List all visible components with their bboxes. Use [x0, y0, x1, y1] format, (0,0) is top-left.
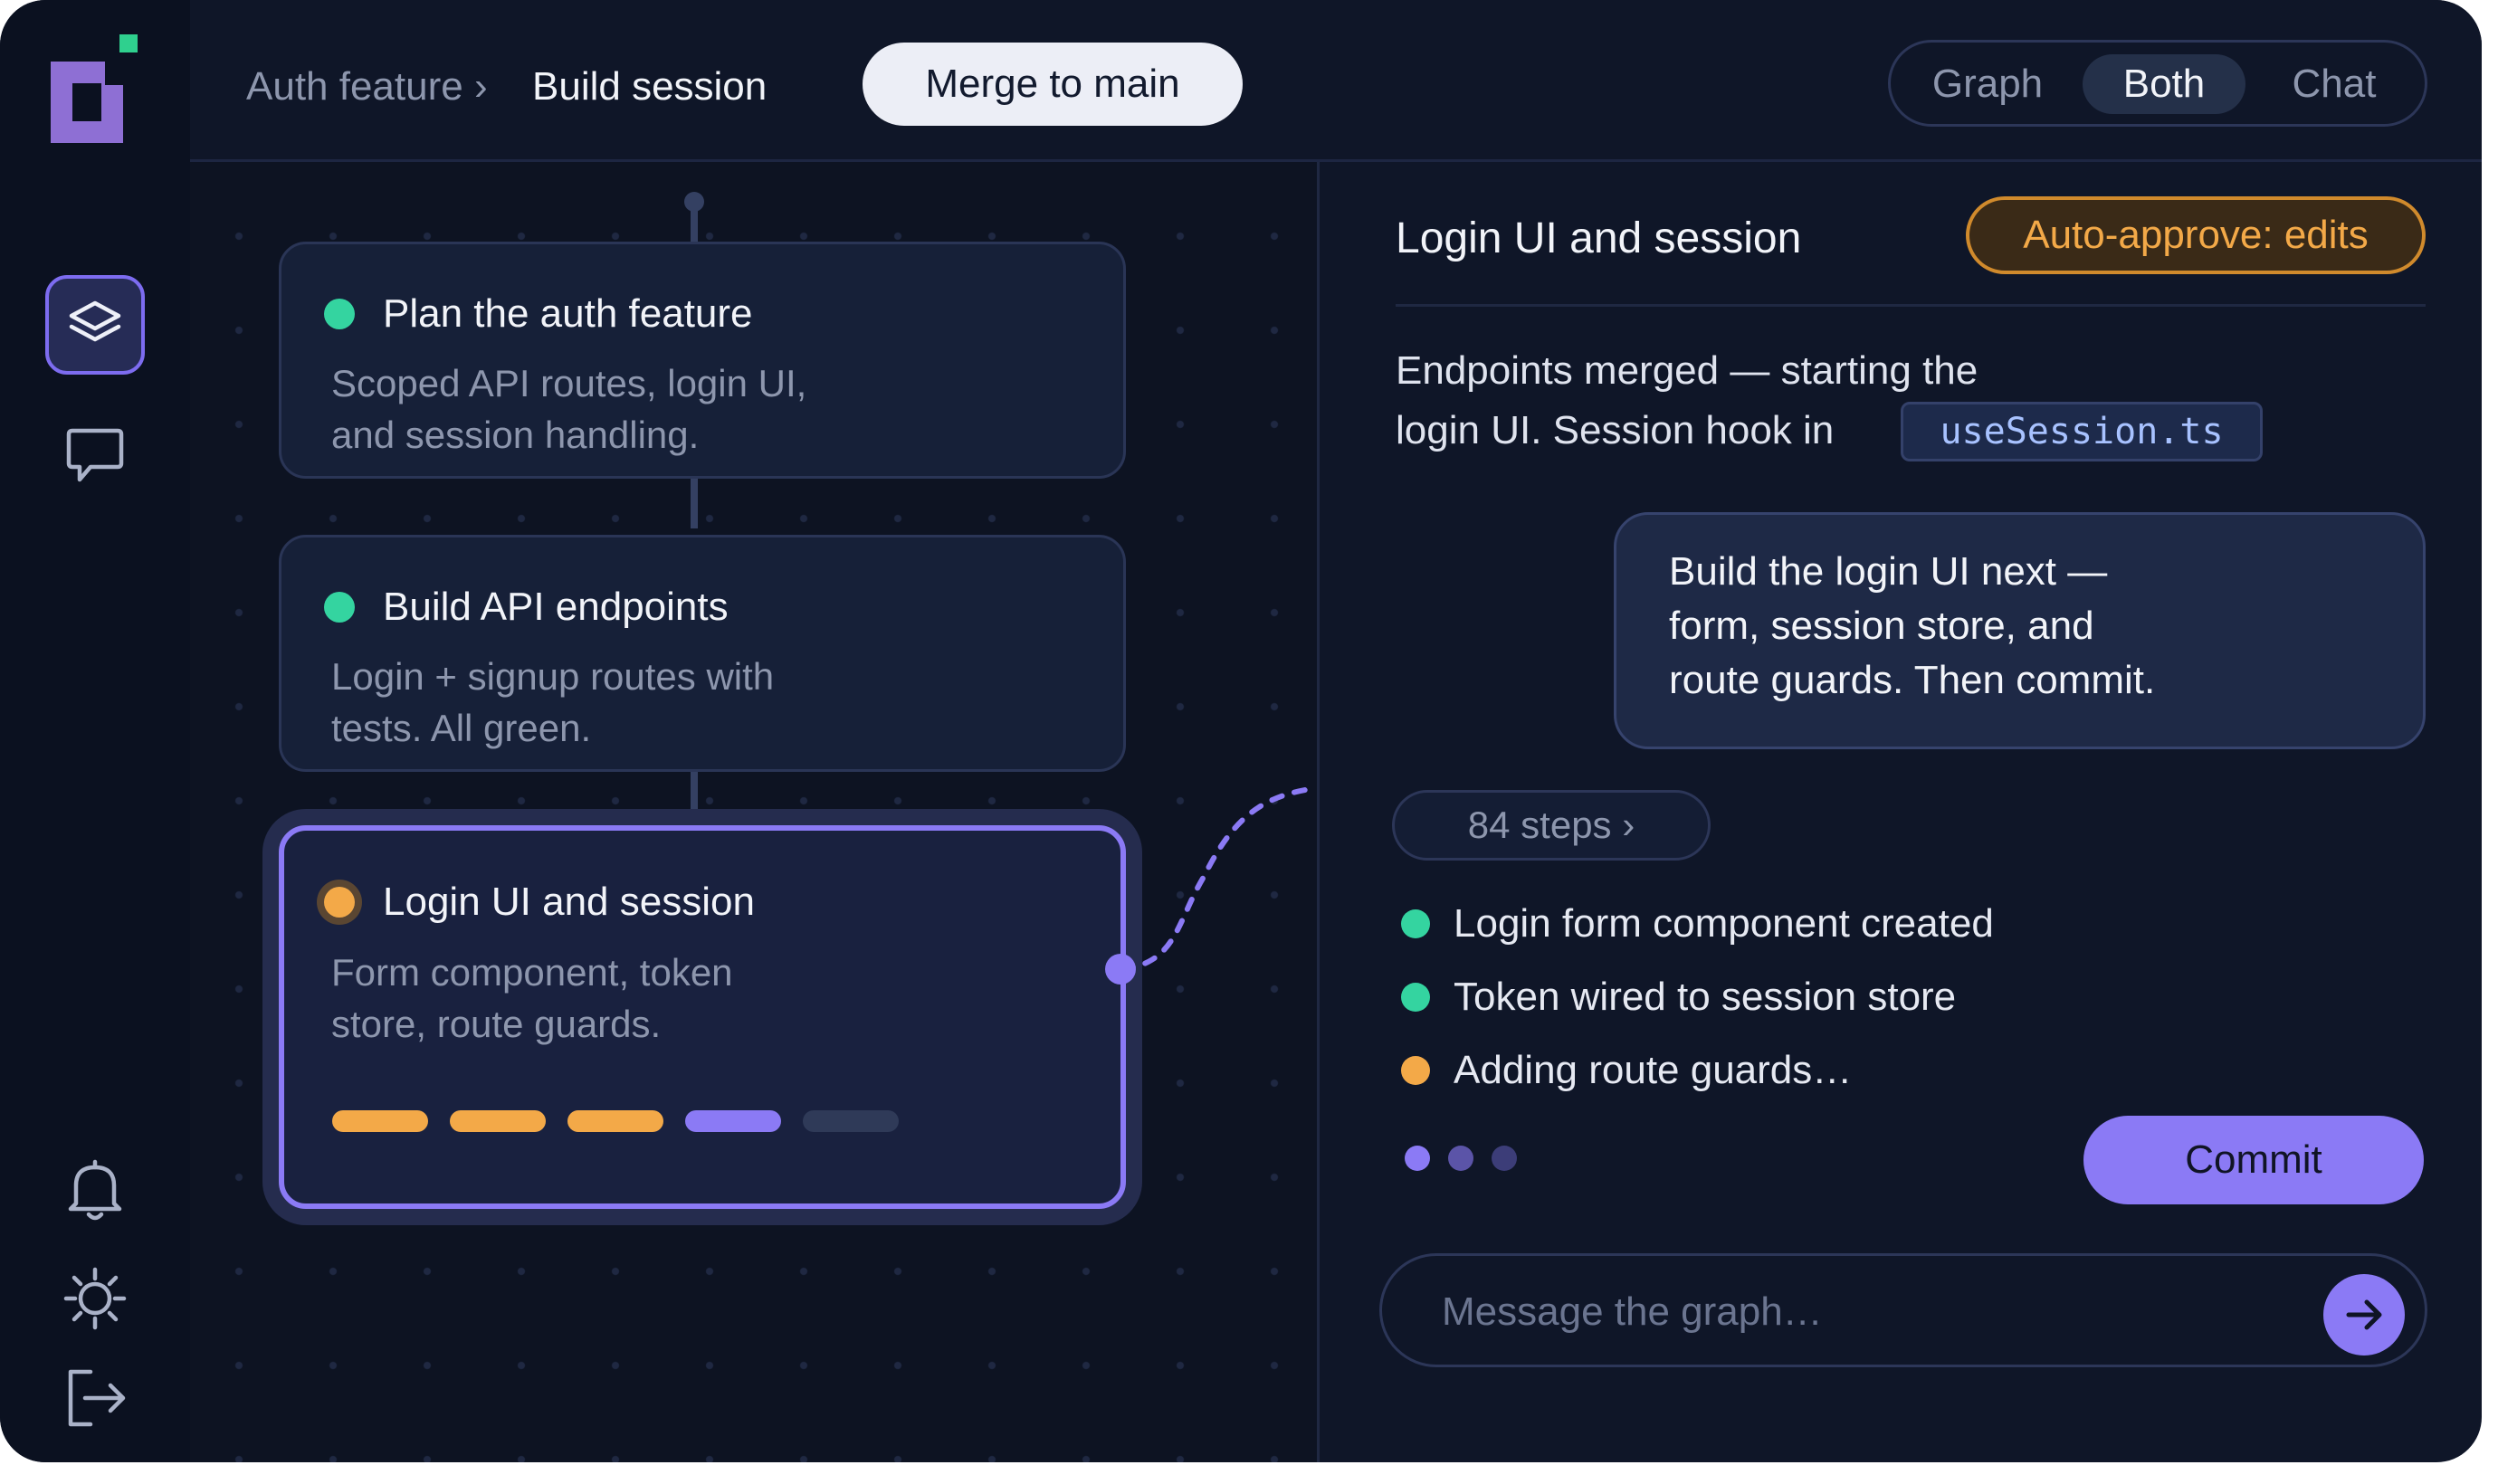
status-dot-in-progress [324, 887, 355, 918]
view-toggle: Graph Both Chat [1888, 40, 2427, 127]
step-text: Token wired to session store [1454, 975, 1957, 1019]
user-message-bubble: Build the login UI next — form, session … [1614, 512, 2426, 749]
node-description-line: tests. All green. [331, 707, 592, 749]
connector-edge [691, 202, 698, 280]
bell-icon [68, 1159, 122, 1221]
node-description-line: Form component, token [331, 951, 733, 994]
divider [1396, 304, 2426, 307]
progress-segment-done [450, 1110, 546, 1132]
connector-edge [691, 768, 698, 830]
view-option-chat[interactable]: Chat [2292, 62, 2377, 106]
app-window: Auth feature › Build session Merge to ma… [0, 0, 2482, 1462]
notifications-button[interactable] [45, 1140, 145, 1240]
status-dot-done [1401, 909, 1430, 938]
merge-to-main-button[interactable]: Merge to main [863, 43, 1243, 126]
message-input[interactable] [1440, 1283, 2258, 1341]
graph-node-active[interactable]: Login UI and session Form component, tok… [279, 825, 1126, 1209]
typing-indicator-dot [1448, 1146, 1473, 1171]
view-option-graph[interactable]: Graph [1931, 62, 2044, 106]
connector-edge [691, 474, 698, 528]
graph-node[interactable]: Plan the auth feature Scoped API routes,… [279, 242, 1126, 479]
dashed-link-edge [1122, 785, 1317, 972]
assistant-message-line: Endpoints merged — starting the [1396, 348, 1978, 393]
gear-icon [63, 1267, 127, 1330]
user-message-line: Build the login UI next — [1669, 549, 2108, 594]
node-title: Login UI and session [383, 880, 755, 924]
node-description-line: Scoped API routes, login UI, [331, 362, 807, 404]
breadcrumb-parent[interactable]: Auth feature › [246, 64, 488, 109]
step-text: Login form component created [1454, 901, 1994, 946]
breadcrumb-current: Build session [532, 64, 768, 109]
progress-segment-done [332, 1110, 428, 1132]
progress-segment-active [685, 1110, 781, 1132]
node-title: Plan the auth feature [383, 291, 753, 336]
assistant-message-line: login UI. Session hook in [1396, 408, 1835, 452]
auto-approve-badge[interactable]: Auto-approve: edits [1966, 196, 2426, 274]
message-composer [1379, 1253, 2427, 1367]
node-description-line: and session handling. [331, 414, 700, 456]
status-dot-done [1401, 983, 1430, 1012]
send-button[interactable] [2323, 1274, 2405, 1356]
steps-toggle[interactable]: 84 steps › [1392, 790, 1711, 861]
user-message-line: route guards. Then commit. [1669, 658, 2156, 702]
chat-bubble-icon [66, 428, 124, 482]
node-title: Build API endpoints [383, 585, 729, 629]
sidebar [0, 0, 190, 1462]
status-dot-done [324, 592, 355, 623]
pane-divider[interactable] [1317, 162, 1320, 1462]
sidebar-item-graph[interactable] [45, 275, 145, 375]
logout-icon [68, 1369, 126, 1427]
settings-button[interactable] [45, 1249, 145, 1348]
node-description-line: Login + signup routes with [331, 655, 775, 698]
logo-mark[interactable] [49, 34, 143, 150]
arrow-right-icon [2346, 1299, 2382, 1330]
progress-segment-done [567, 1110, 663, 1132]
user-message-line: form, session store, and [1669, 604, 2094, 648]
chat-title: Login UI and session [1396, 214, 1802, 262]
sidebar-item-chat[interactable] [45, 405, 145, 505]
node-description-line: store, route guards. [331, 1003, 662, 1045]
graph-node[interactable]: Build API endpoints Login + signup route… [279, 535, 1126, 772]
code-reference[interactable]: useSession.ts [1901, 402, 2263, 461]
status-dot-in-progress [1401, 1056, 1430, 1085]
top-bar: Auth feature › Build session Merge to ma… [190, 0, 2482, 162]
commit-button[interactable]: Commit [2083, 1116, 2424, 1204]
typing-indicator-dot [1492, 1146, 1517, 1171]
view-option-both[interactable]: Both [2083, 54, 2245, 114]
step-text: Adding route guards… [1454, 1048, 1853, 1092]
logout-button[interactable] [45, 1348, 145, 1448]
graph-canvas[interactable]: Plan the auth feature Scoped API routes,… [190, 162, 1317, 1462]
typing-indicator-dot [1405, 1146, 1430, 1171]
status-dot-done [324, 299, 355, 329]
layers-icon [69, 300, 121, 342]
progress-segment-pending [803, 1110, 899, 1132]
